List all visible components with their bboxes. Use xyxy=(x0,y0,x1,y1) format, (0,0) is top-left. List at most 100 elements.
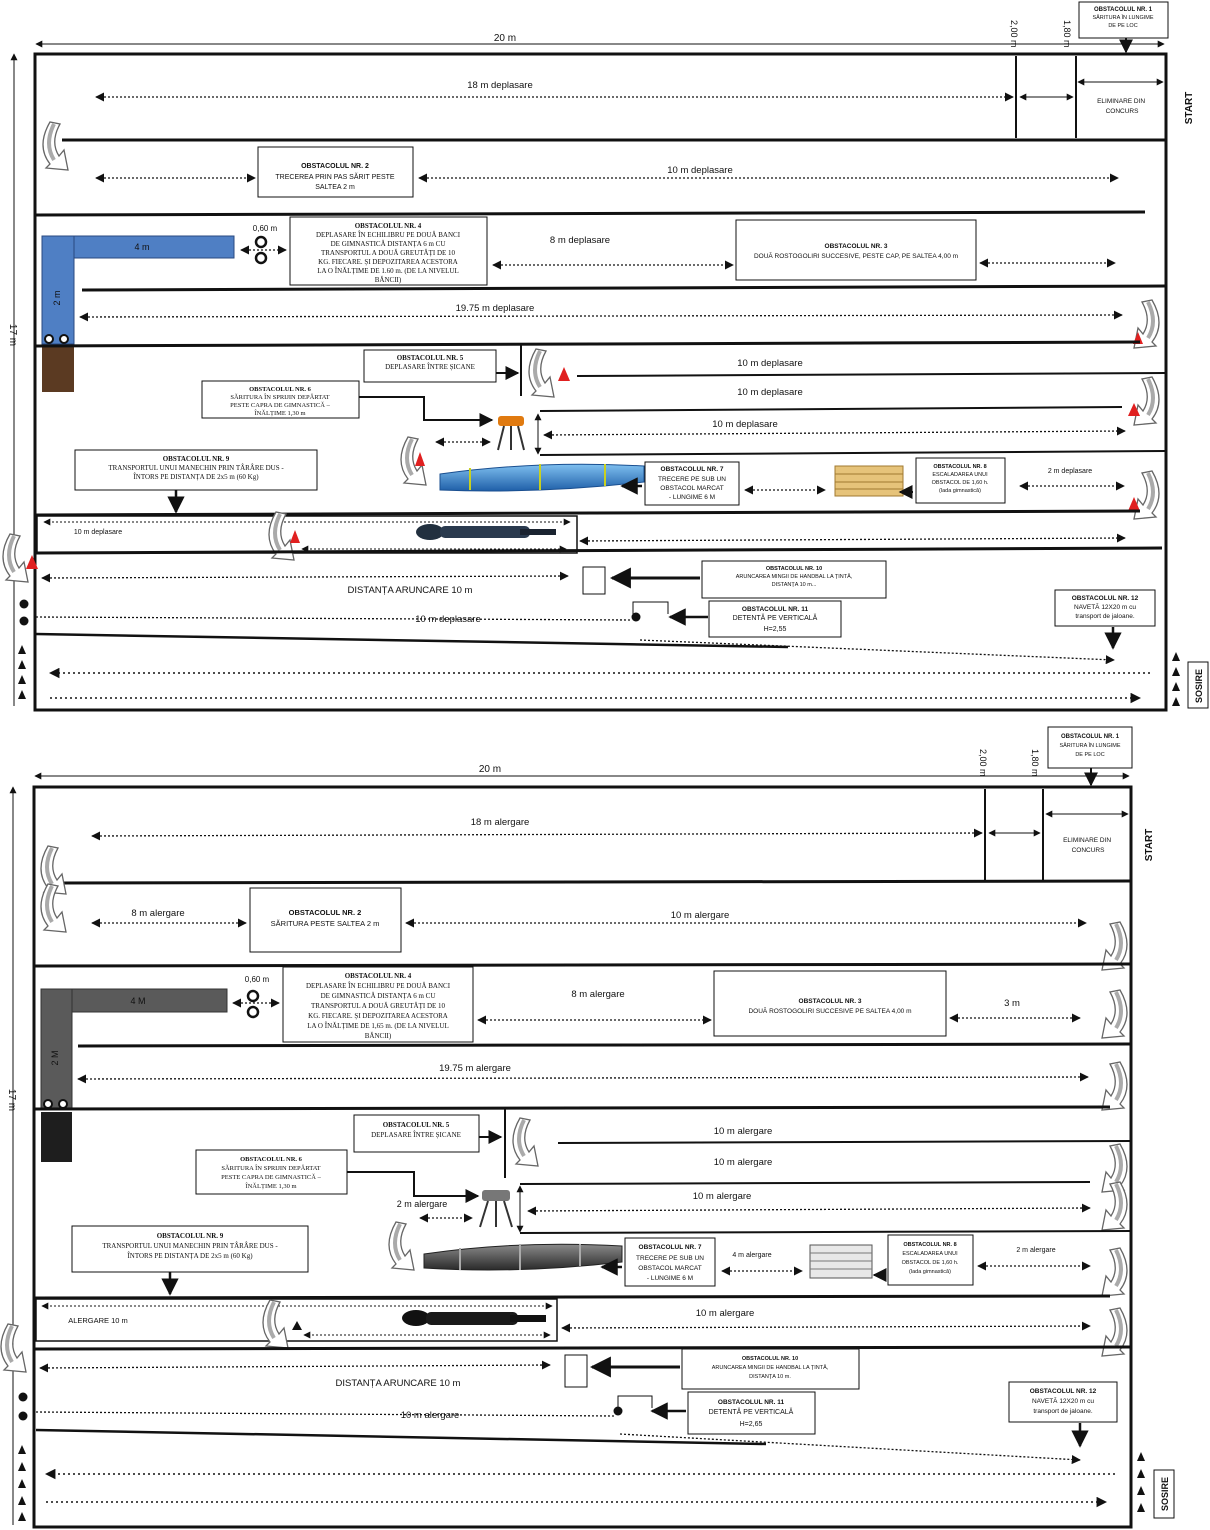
obstacle-2-box: OBSTACOLUL NR. 2 SĂRITURA PESTE SALTEA 2… xyxy=(249,887,402,953)
svg-text:TRANSPORTUL UNUI MANECHIN PRIN: TRANSPORTUL UNUI MANECHIN PRIN TÂRÂRE DU… xyxy=(108,464,284,472)
soil-patch xyxy=(42,346,74,392)
obstacle-1-box: OBSTACOLUL NR. 1 SĂRITURA ÎN LUNGIME DE … xyxy=(1078,1,1169,39)
svg-text:DE GIMNASTICĂ DISTANȚA 6 m CU: DE GIMNASTICĂ DISTANȚA 6 m CU xyxy=(321,992,436,1000)
svg-text:LA O ÎNĂLȚIME DE 1,65 m. (DE L: LA O ÎNĂLȚIME DE 1,65 m. (DE LA NIVELUL xyxy=(307,1022,449,1030)
lane3-distance-label: 8 m deplasare xyxy=(550,235,610,246)
svg-text:ÎNĂLȚIME 1,30 m: ÎNĂLȚIME 1,30 m xyxy=(254,409,305,417)
lane6b-distance-label: 2 m alergare xyxy=(397,1199,448,1209)
svg-text:TRANSPORTUL UNUI MANECHIN PRIN: TRANSPORTUL UNUI MANECHIN PRIN TÂRÂRE DU… xyxy=(102,1242,278,1250)
svg-text:OBSTACOLUL NR. 11: OBSTACOLUL NR. 11 xyxy=(742,606,809,613)
turn-arrow-icon xyxy=(1100,988,1129,1040)
dim-2m-label: 2,00 m xyxy=(1009,20,1019,48)
mat-length-label: 4 M xyxy=(130,996,145,1006)
svg-text:OBSTACOLUL NR. 3: OBSTACOLUL NR. 3 xyxy=(825,243,888,250)
triangle-flag-icon xyxy=(18,1445,1145,1521)
vaulting-horse-icon xyxy=(497,416,525,451)
finish-label: SOSIRE xyxy=(1160,1477,1170,1511)
svg-text:ESCALADAREA UNUI: ESCALADAREA UNUI xyxy=(932,472,988,478)
svg-text:OBSTACOLUL NR. 2: OBSTACOLUL NR. 2 xyxy=(301,163,369,170)
dim-060-label: 0,60 m xyxy=(245,975,270,984)
svg-text:DETENTĂ PE VERTICALĂ: DETENTĂ PE VERTICALĂ xyxy=(733,613,818,622)
dim-180-label: 1,80 m xyxy=(1030,749,1040,777)
svg-text:ESCALADAREA UNUI: ESCALADAREA UNUI xyxy=(902,1251,958,1257)
target-board xyxy=(582,566,606,595)
svg-text:BĂNCII): BĂNCII) xyxy=(375,276,402,284)
course-outline xyxy=(32,785,1133,1529)
lane5-distance-label: 10 m alergare xyxy=(714,1126,773,1137)
svg-text:- LUNGIME 6 M: - LUNGIME 6 M xyxy=(647,1275,693,1282)
obstacle-7-box: OBSTACOLUL NR. 7 TRECERE PE SUB UN OBSTA… xyxy=(644,461,740,506)
red-cone-icon xyxy=(1128,497,1140,511)
obstacle-2-box: OBSTACOLUL NR. 2 TRECEREA PRIN PAS SĂRIT… xyxy=(257,146,414,198)
obstacle-10-box: OBSTACOLUL NR. 10 ARUNCAREA MINGII DE HA… xyxy=(681,1348,860,1390)
lane5-distance-label: 10 m deplasare xyxy=(737,358,802,369)
turn-arrow-icon xyxy=(41,120,70,172)
svg-text:OBSTACOL MARCAT: OBSTACOL MARCAT xyxy=(638,1265,701,1272)
tunnel-obstacle xyxy=(439,463,645,492)
target-board xyxy=(564,1354,588,1388)
obstacle-6-box: OBSTACOLUL NR. 6 SĂRITURA ÎN SPRIJIN DEP… xyxy=(201,380,360,419)
obstacle-1-box: OBSTACOLUL NR. 1 SĂRITURA ÎN LUNGIME DE … xyxy=(1047,726,1133,769)
height-dimension-label: 17 m xyxy=(6,1089,17,1111)
svg-text:ARUNCAREA MINGII DE HANDBAL LA: ARUNCAREA MINGII DE HANDBAL LA ȚINTĂ, xyxy=(736,573,853,580)
dim-2m-label: 2,00 m xyxy=(978,749,988,777)
mat-vertical xyxy=(41,235,75,345)
turn-arrow-icon xyxy=(387,1220,416,1272)
svg-text:DETENTĂ PE VERTICALĂ: DETENTĂ PE VERTICALĂ xyxy=(709,1407,794,1416)
svg-text:OBSTACOLUL NR. 12: OBSTACOLUL NR. 12 xyxy=(1030,1388,1097,1395)
svg-text:TRECERE PE SUB UN: TRECERE PE SUB UN xyxy=(636,1255,704,1262)
lane11-distance-label: 10 m deplasare xyxy=(415,614,480,625)
throw-distance-label: DISTANȚA ARUNCARE 10 m xyxy=(348,585,473,596)
obstacle-11-box: OBSTACOLUL NR. 11 DETENTĂ PE VERTICALĂ H… xyxy=(708,600,842,638)
svg-text:SĂRITURA PESTE SALTEA 2 m: SĂRITURA PESTE SALTEA 2 m xyxy=(271,919,380,928)
turn-arrow-icon xyxy=(1,532,30,584)
lane2-distance-label: 10 m alergare xyxy=(671,910,730,921)
svg-text:OBSTACOLUL NR. 12: OBSTACOLUL NR. 12 xyxy=(1072,595,1139,602)
lane11-distance-label: 10 m alergare xyxy=(401,1410,460,1421)
svg-text:OBSTACOLUL NR. 5: OBSTACOLUL NR. 5 xyxy=(397,354,464,362)
svg-text:KG. FIECARE. ȘI DEPOZITAREA AC: KG. FIECARE. ȘI DEPOZITAREA ACESTORA xyxy=(308,1012,448,1020)
svg-text:DOUĂ ROSTOGOLIRI SUCCESIVE PE: DOUĂ ROSTOGOLIRI SUCCESIVE PE SALTEA 4,0… xyxy=(748,1006,911,1015)
width-dimension-label: 20 m xyxy=(494,33,516,44)
svg-text:TRECERE PE SUB UN: TRECERE PE SUB UN xyxy=(658,476,726,483)
elimination-label: ELIMINARE DIN CONCURS xyxy=(1097,98,1147,115)
svg-text:OBSTACOLUL NR. 7: OBSTACOLUL NR. 7 xyxy=(639,1244,702,1251)
svg-text:DEPLASARE ÎN ECHILIBRU PE DOUĂ: DEPLASARE ÎN ECHILIBRU PE DOUĂ BANCI xyxy=(316,231,461,239)
svg-text:LA O ÎNĂLȚIME DE 1.60 m. (DE L: LA O ÎNĂLȚIME DE 1.60 m. (DE LA NIVELUL xyxy=(317,267,459,275)
svg-text:ÎNTORS PE DISTANȚA DE 2x5 m (6: ÎNTORS PE DISTANȚA DE 2x5 m (60 Kg) xyxy=(133,473,259,481)
svg-text:H=2,65: H=2,65 xyxy=(740,1421,763,1428)
obstacle-4-box: OBSTACOLUL NR. 4 DEPLASARE ÎN ECHILIBRU … xyxy=(289,216,488,286)
svg-text:OBSTACOLUL NR. 7: OBSTACOLUL NR. 7 xyxy=(661,466,724,473)
lane9-distance-label: 10 m deplasare xyxy=(74,529,122,536)
lane4-distance-label: 19.75 m deplasare xyxy=(456,303,535,314)
svg-text:ARUNCAREA MINGII DE HANDBAL LA: ARUNCAREA MINGII DE HANDBAL LA ȚINTĂ, xyxy=(712,1364,829,1371)
svg-text:DISTANȚA 10 m...: DISTANȚA 10 m... xyxy=(772,582,817,588)
svg-text:OBSTACOL DE 1,60 h.: OBSTACOL DE 1,60 h. xyxy=(902,1260,959,1266)
start-label: START xyxy=(1144,829,1155,862)
svg-text:OBSTACOLUL NR. 1: OBSTACOLUL NR. 1 xyxy=(1094,7,1153,13)
turn-arrow-icon xyxy=(527,347,556,399)
svg-text:OBSTACOLUL NR. 2: OBSTACOLUL NR. 2 xyxy=(289,908,362,917)
svg-text:TRANSPORTUL A DOUĂ GREUTĂȚI DE: TRANSPORTUL A DOUĂ GREUTĂȚI DE 10 xyxy=(321,249,456,257)
svg-text:OBSTACOLUL NR. 5: OBSTACOLUL NR. 5 xyxy=(383,1121,450,1129)
red-cone-icon xyxy=(26,555,38,569)
svg-text:PESTE CAPRA DE GIMNASTICĂ –: PESTE CAPRA DE GIMNASTICĂ – xyxy=(230,401,330,409)
svg-text:NAVETĂ 12X20 m cu: NAVETĂ 12X20 m cu xyxy=(1032,1396,1094,1405)
svg-text:ÎNĂLȚIME 1,30 m: ÎNĂLȚIME 1,30 m xyxy=(245,1182,296,1190)
svg-text:OBSTACOLUL NR. 1: OBSTACOLUL NR. 1 xyxy=(1061,734,1120,740)
red-cone-icon xyxy=(415,452,425,466)
obstacle-5-box: OBSTACOLUL NR. 5 DEPLASARE ÎNTRE ȘICANE xyxy=(353,1114,480,1153)
svg-text:DE GIMNASTICĂ DISTANȚA 6 m CU: DE GIMNASTICĂ DISTANȚA 6 m CU xyxy=(331,240,446,248)
lane9-distance-label: ALERGARE 10 m xyxy=(68,1316,128,1325)
obstacle-9-box: OBSTACOLUL NR. 9 TRANSPORTUL UNUI MANECH… xyxy=(71,1225,309,1273)
mat-width-label: 2 M xyxy=(50,1050,60,1065)
red-cone-icon xyxy=(558,367,570,381)
obstacle-9-box: OBSTACOLUL NR. 9 TRANSPORTUL UNUI MANECH… xyxy=(74,449,318,491)
svg-text:SALTEA 2 m: SALTEA 2 m xyxy=(315,184,355,191)
svg-text:(lada gimnastică): (lada gimnastică) xyxy=(909,1269,951,1275)
bottom-panel: 20 m 17 m 2,00 m 1,80 m OBSTACOLUL NR. 1… xyxy=(0,726,1175,1529)
lane1-distance-label: 18 m deplasare xyxy=(467,80,532,91)
turn-arrow-icon xyxy=(1132,375,1161,427)
svg-text:H=2,55: H=2,55 xyxy=(764,626,787,633)
